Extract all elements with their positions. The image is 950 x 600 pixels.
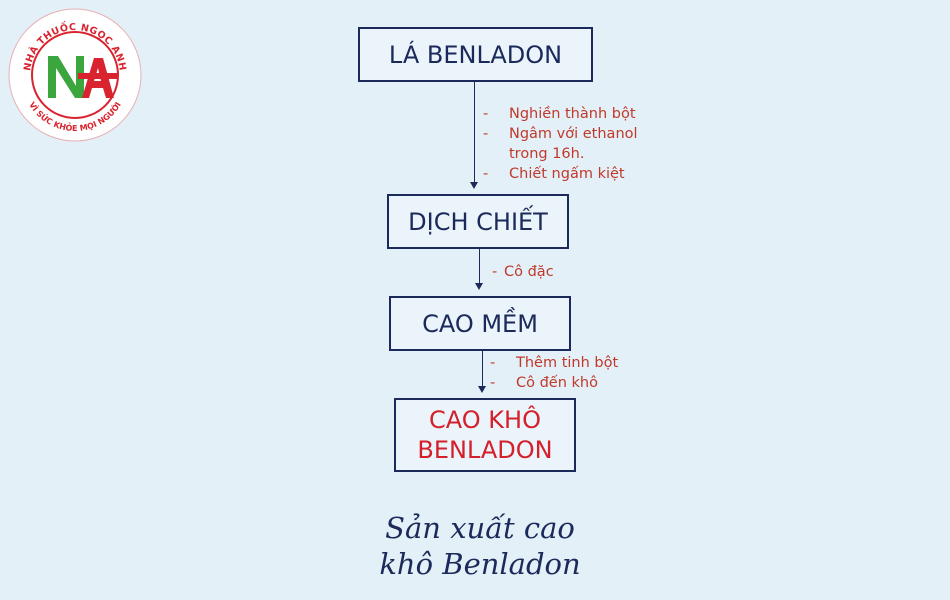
step-list-concentrate: Cô đặc — [492, 262, 612, 282]
node-label: LÁ BENLADON — [388, 40, 563, 69]
flow-arrow — [470, 82, 478, 189]
node-label: DỊCH CHIẾT — [408, 207, 548, 236]
node-soft-extract: CAO MỀM — [389, 296, 571, 351]
step-item: Ngâm với ethanol — [483, 124, 673, 144]
pharmacy-logo: NHÀ THUỐC NGỌC ANH VÌ SỨC KHỎE MỌI NGƯỜI — [6, 6, 144, 144]
node-label-line1: CAO KHÔ — [429, 406, 541, 434]
flow-arrow — [475, 249, 483, 290]
node-label: CAO MỀM — [422, 309, 538, 338]
step-item: Thêm tinh bột — [490, 353, 640, 373]
step-item: Cô đến khô — [490, 373, 640, 393]
step-item: Nghiền thành bột — [483, 104, 673, 124]
node-benladon-leaf: LÁ BENLADON — [358, 27, 593, 82]
node-dry-extract: CAO KHÔ BENLADON — [394, 398, 576, 472]
step-list-extraction: Nghiền thành bột Ngâm với ethanol trong … — [483, 104, 673, 184]
flow-arrow — [478, 351, 486, 393]
node-extract: DỊCH CHIẾT — [387, 194, 569, 249]
logo-cross-bar — [78, 73, 118, 79]
logo-n-glyph — [48, 56, 84, 98]
step-item: Cô đặc — [492, 262, 612, 282]
step-item: trong 16h. — [509, 146, 585, 162]
caption-line1: Sản xuất cao — [385, 511, 575, 545]
step-item: Chiết ngấm kiệt — [483, 164, 673, 184]
logo-a-glyph — [82, 58, 114, 98]
logo-seal: NHÀ THUỐC NGỌC ANH VÌ SỨC KHỎE MỌI NGƯỜI — [8, 8, 142, 142]
caption-line2: khô Benladon — [379, 547, 581, 581]
diagram-caption: Sản xuất cao khô Benladon — [330, 510, 630, 582]
step-list-drying: Thêm tinh bột Cô đến khô — [490, 353, 640, 393]
node-label-line2: BENLADON — [417, 436, 553, 464]
